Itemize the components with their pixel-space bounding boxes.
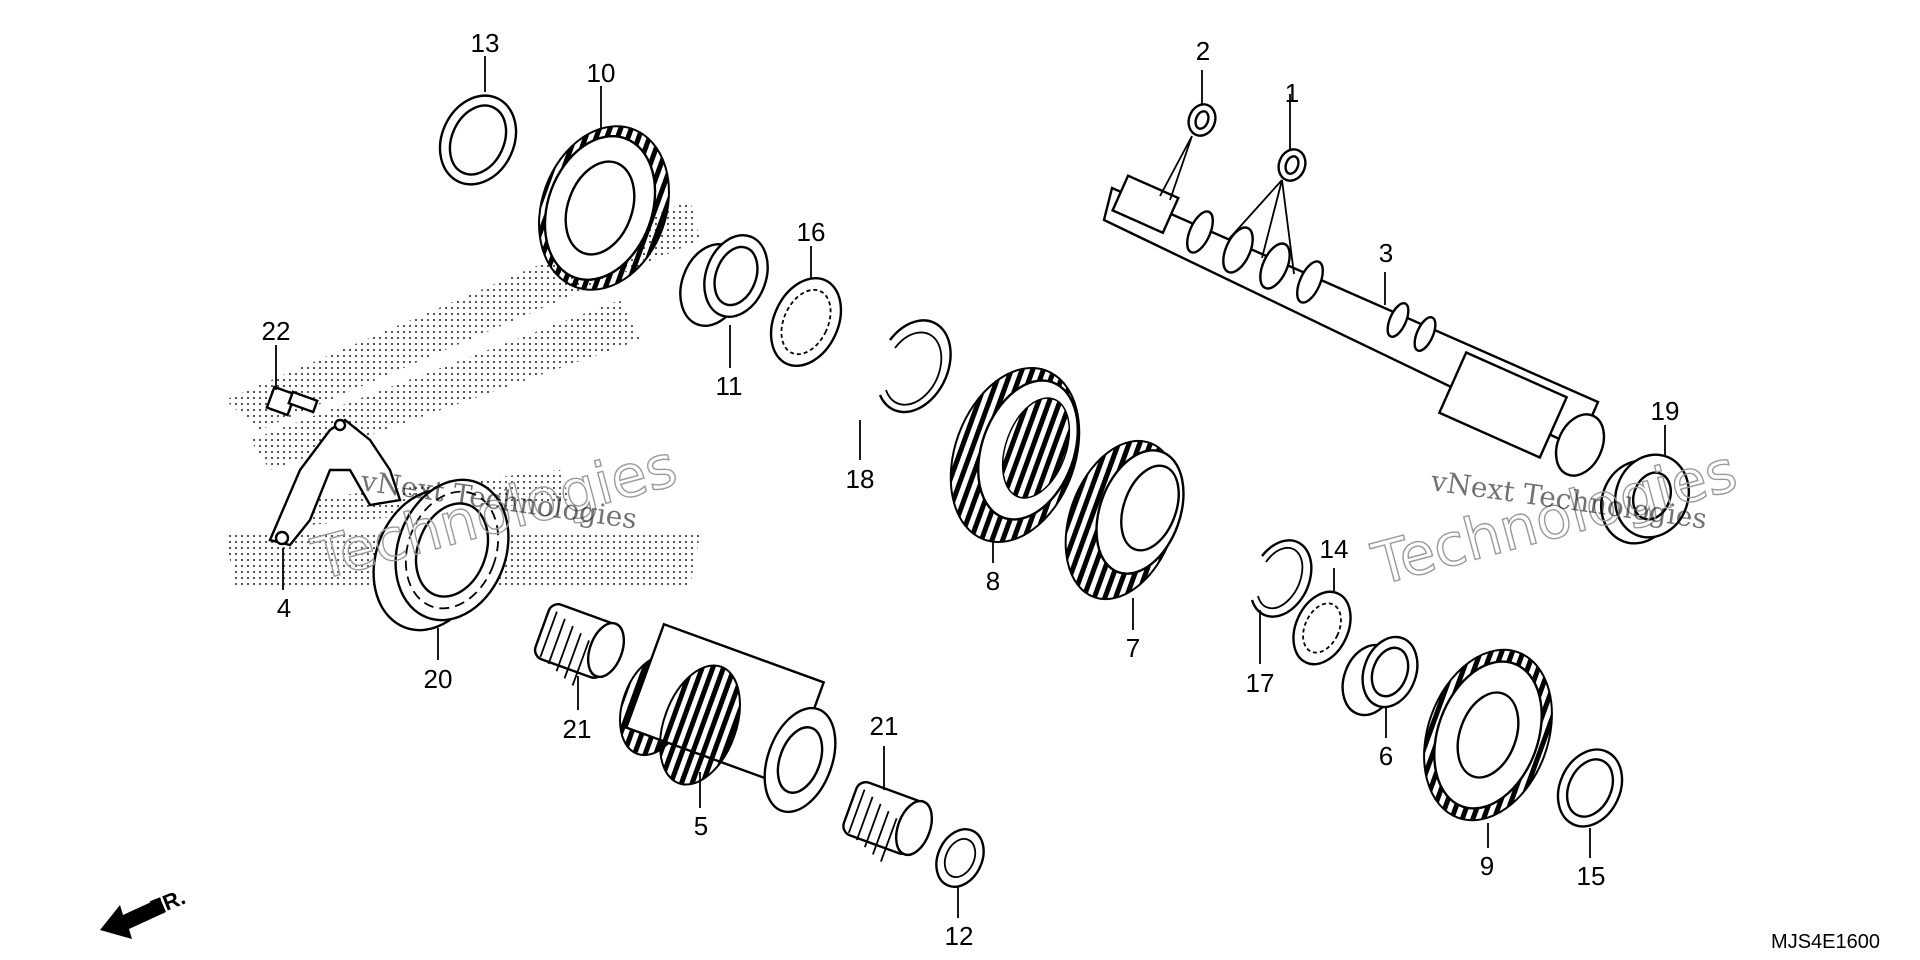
callout-9: 9 (1480, 851, 1494, 881)
callout-6: 6 (1379, 741, 1393, 771)
callout-19: 19 (1651, 396, 1680, 426)
part-13-washer (438, 94, 518, 186)
callout-17: 17 (1246, 668, 1275, 698)
callout-18: 18 (846, 464, 875, 494)
part-4-set-plate (268, 418, 402, 547)
callout-14: 14 (1320, 534, 1349, 564)
callout-21-right: 21 (870, 711, 899, 741)
callout-3: 3 (1379, 238, 1393, 268)
part-18-circlip (878, 319, 952, 414)
part-9-gear (1423, 648, 1553, 822)
callout-13: 13 (471, 28, 500, 58)
part-22-bolt (265, 385, 319, 417)
callout-11: 11 (716, 371, 743, 401)
part-20-ball-bearing (372, 478, 510, 632)
callout-22: 22 (262, 316, 291, 346)
callout-5: 5 (694, 811, 708, 841)
part-19-ball-bearing (1600, 453, 1690, 545)
callout-21-left: 21 (563, 714, 592, 744)
part-15-washer (1556, 748, 1624, 828)
front-direction-indicator: FR. (100, 884, 189, 939)
part-16-splined-washer (769, 276, 843, 368)
part-2-ring (1187, 103, 1217, 137)
part-5-gear-cluster (619, 622, 837, 814)
part-14-splined-washer (1292, 590, 1352, 666)
part-6-bushing (1341, 635, 1419, 717)
part-12-splined-washer (935, 828, 985, 888)
front-label: FR. (147, 884, 189, 920)
callout-4: 4 (277, 593, 291, 623)
part-21-needle-bearing-right (842, 780, 934, 862)
callout-2: 2 (1196, 36, 1210, 66)
callout-1: 1 (1285, 78, 1299, 108)
front-arrow-icon (100, 898, 166, 939)
callout-15: 15 (1577, 861, 1606, 891)
callout-20: 20 (424, 664, 453, 694)
callout-16: 16 (797, 217, 826, 247)
part-10-gear (538, 125, 670, 291)
leader-lines (275, 56, 1666, 918)
part-3-mainshaft (1102, 174, 1606, 477)
callout-7: 7 (1126, 633, 1140, 663)
part-11-bushing (679, 234, 769, 327)
part-17-circlip (1250, 539, 1313, 618)
part-21-needle-bearing-left (533, 603, 626, 686)
diagram-code: MJS4E1600 (1771, 931, 1880, 953)
callout-8: 8 (986, 566, 1000, 596)
callout-10: 10 (587, 58, 616, 88)
part-1-ring (1277, 148, 1307, 182)
part-7-gear (1064, 439, 1185, 601)
callout-12: 12 (945, 921, 974, 951)
callout-labels: 1 2 3 4 5 6 7 8 9 10 11 12 13 14 15 16 1… (262, 28, 1680, 951)
part-8-gear (949, 366, 1081, 544)
